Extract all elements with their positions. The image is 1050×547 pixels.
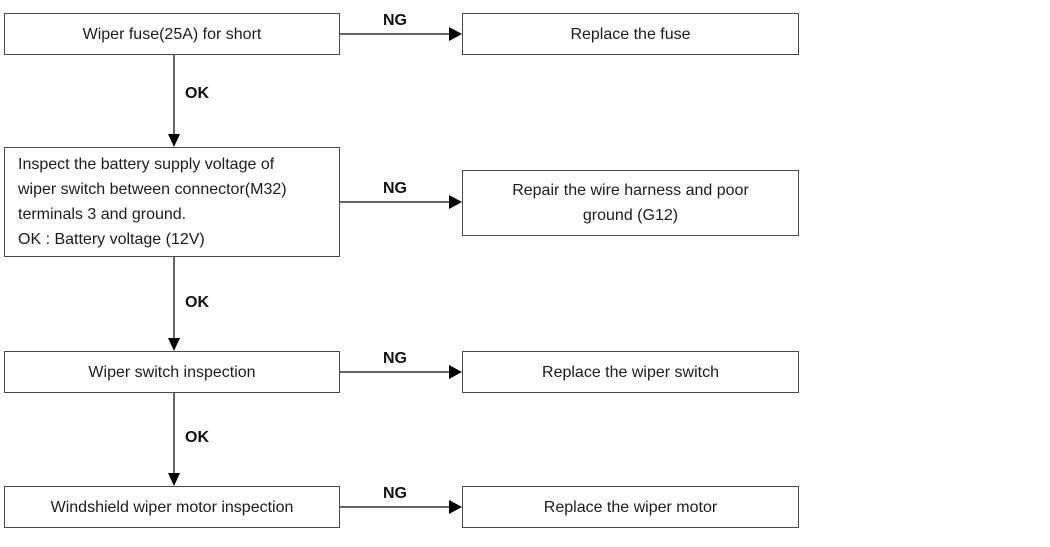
ng-connector-line-3 — [340, 371, 450, 373]
ng-connector-line-2 — [340, 201, 450, 203]
ok-label-3: OK — [185, 429, 209, 446]
ng-arrowhead-right-icon-1 — [449, 27, 462, 41]
ok-connector-line-2 — [173, 257, 175, 338]
ok-arrowhead-down-icon-3 — [168, 473, 180, 486]
action-box-replace-wiper-motor: Replace the wiper motor — [462, 486, 799, 528]
action-box-replace-fuse-label: Replace the fuse — [570, 25, 691, 43]
check-box-battery-supply-voltage: Inspect the battery supply voltage of wi… — [4, 147, 340, 257]
check-box-wiper-switch-inspection: Wiper switch inspection — [4, 351, 340, 393]
ng-arrowhead-right-icon-4 — [449, 500, 462, 514]
action-box-repair-wire-harness-label: Repair the wire harness and poor ground … — [512, 182, 749, 224]
check-box-windshield-wiper-motor-label: Windshield wiper motor inspection — [50, 498, 294, 516]
check-box-battery-supply-voltage-label: Inspect the battery supply voltage of wi… — [18, 156, 287, 248]
ok-connector-line-3 — [173, 393, 175, 473]
action-box-replace-fuse: Replace the fuse — [462, 13, 799, 55]
ng-label-1: NG — [383, 12, 407, 29]
ng-arrowhead-right-icon-2 — [449, 195, 462, 209]
action-box-replace-wiper-motor-label: Replace the wiper motor — [543, 498, 718, 516]
ok-label-1: OK — [185, 85, 209, 102]
ok-label-2: OK — [185, 294, 209, 311]
action-box-repair-wire-harness: Repair the wire harness and poor ground … — [462, 170, 799, 236]
ng-arrowhead-right-icon-3 — [449, 365, 462, 379]
check-box-windshield-wiper-motor: Windshield wiper motor inspection — [4, 486, 340, 528]
ng-connector-line-4 — [340, 506, 450, 508]
ng-label-4: NG — [383, 485, 407, 502]
ng-connector-line-1 — [340, 33, 450, 35]
ok-arrowhead-down-icon-1 — [168, 134, 180, 147]
check-box-wiper-fuse-label: Wiper fuse(25A) for short — [82, 25, 262, 43]
ng-label-3: NG — [383, 350, 407, 367]
ok-arrowhead-down-icon-2 — [168, 338, 180, 351]
ng-label-2: NG — [383, 180, 407, 197]
action-box-replace-wiper-switch-label: Replace the wiper switch — [542, 363, 719, 381]
action-box-replace-wiper-switch: Replace the wiper switch — [462, 351, 799, 393]
check-box-wiper-fuse: Wiper fuse(25A) for short — [4, 13, 340, 55]
ok-connector-line-1 — [173, 55, 175, 135]
check-box-wiper-switch-inspection-label: Wiper switch inspection — [88, 363, 256, 381]
